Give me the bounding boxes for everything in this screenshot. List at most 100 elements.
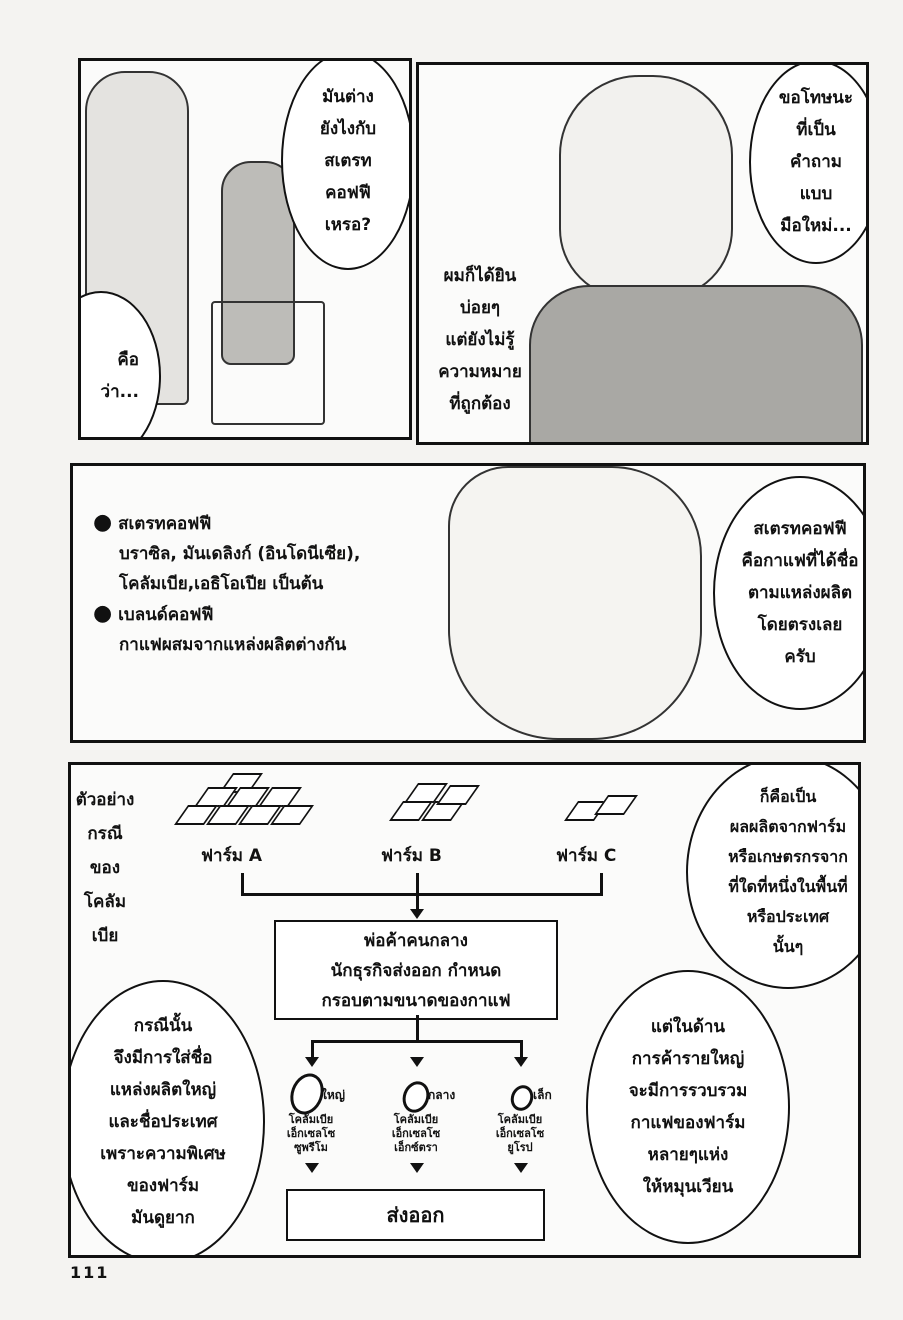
bubble-line: คือกาแฟที่ได้ชื่อ (741, 551, 859, 571)
side-label: ตัวอย่าง กรณี ของ โคลัม เบีย (73, 783, 137, 953)
bubble-line: ขอโทษนะ (778, 88, 854, 108)
bubble-line: ก็คือเป็น (759, 787, 817, 806)
note-title-text: เบลนด์คอฟฟี (118, 605, 214, 625)
caption-line: ผมก็ได้ยิน (443, 266, 517, 286)
side-label-line: ของ (89, 858, 121, 878)
grade-name-line: ซูพรีโม (294, 1141, 328, 1154)
farm-c-label: ฟาร์ม C (556, 846, 617, 866)
speech-bubble: มันต่าง ยังไงกับ สเตรท คอฟฟี เหรอ? (281, 61, 409, 270)
bubble-line: กรณีนั้น (133, 1016, 193, 1036)
grade-name-line: โคลัมเบีย (497, 1113, 543, 1126)
arrow-down (514, 1057, 528, 1067)
grade-name: โคลัมเบีย เอ็กเซลโซ ยูโรป (485, 1113, 555, 1155)
caption-line: บ่อยๆ (459, 298, 501, 318)
arrow-down (305, 1057, 319, 1067)
man-smiling (559, 75, 733, 299)
bubble-line: แต่ในด้าน (650, 1017, 726, 1037)
grade-name-line: เอ็กเซลโซ (391, 1127, 441, 1140)
note-title-text: สเตรทคอฟฟี (118, 514, 212, 534)
note-line: บราซิล, มันเดลิงก์ (อินโดนีเซีย), (119, 544, 361, 564)
bubble-line: สเตรทคอฟฟี (753, 519, 847, 539)
grade-name-line: โคลัมเบีย (393, 1113, 439, 1126)
bubble-line: ตามแหล่งผลิต (747, 583, 853, 603)
bracket-line (416, 873, 419, 911)
middleman-line: พ่อค้าคนกลาง (364, 931, 468, 951)
caption-box: ผมก็ได้ยิน บ่อยๆ แต่ยังไม่รู้ ความหมาย ท… (424, 260, 536, 425)
bubble-line: ผลผลิตจากฟาร์ม (729, 817, 847, 836)
panel-4: ตัวอย่าง กรณี ของ โคลัม เบีย ฟาร์ม A ฟาร… (68, 762, 861, 1258)
branch-line (416, 1015, 419, 1043)
bubble-line: การค้ารายใหญ่ (631, 1049, 745, 1069)
bubble-line: เหรอ? (324, 214, 372, 235)
branch-line (311, 1040, 314, 1060)
bracket-line (241, 873, 244, 895)
chair (211, 301, 325, 425)
caption-line: ความหมาย (438, 362, 522, 382)
note-title: ● เบลนด์คอฟฟี (93, 601, 214, 626)
grade-size: กลาง (428, 1088, 456, 1102)
bubble-line: ของฟาร์ม (126, 1176, 200, 1196)
side-label-line: โคลัม (83, 892, 127, 912)
grade-name-line: เอ็กซ์ตรา (394, 1141, 438, 1154)
bubble-line: สเตรท (324, 150, 372, 171)
farm-b-label: ฟาร์ม B (381, 846, 442, 866)
grade-name: โคลัมเบีย เอ็กเซลโซ ซูพรีโม (276, 1113, 346, 1155)
grade-name-line: โคลัมเบีย (288, 1113, 334, 1126)
bubble-line: คอฟฟี (325, 182, 371, 203)
middleman-box: พ่อค้าคนกลาง นักธุรกิจส่งออก กำหนด กรอบต… (274, 920, 558, 1020)
grade-name-line: เอ็กเซลโซ (286, 1127, 336, 1140)
speech-bubble: กรณีนั้น จึงมีการใส่ชื่อ แหล่งผลิตใหญ่ แ… (71, 980, 265, 1255)
caption-line: แต่ยังไม่รู้ (445, 330, 515, 350)
bubble-line: เพราะความพิเศษ (100, 1144, 226, 1164)
page-number: 111 (70, 1263, 110, 1282)
farm-a-label: ฟาร์ม A (201, 846, 262, 866)
notes: ● สเตรทคอฟฟี บราซิล, มันเดลิงก์ (อินโดนี… (93, 508, 360, 660)
bubble-line: ที่เป็น (796, 120, 836, 140)
bubble-line: หลายๆแห่ง (647, 1145, 729, 1165)
grade-size: เล็ก (533, 1088, 552, 1102)
bubble-line: ว่า... (100, 382, 139, 402)
bubble-line: หรือประเทศ (746, 907, 830, 926)
side-label-line: ตัวอย่าง (75, 790, 135, 810)
grade-name: โคลัมเบีย เอ็กเซลโซ เอ็กซ์ตรา (381, 1113, 451, 1155)
bubble-line: แหล่งผลิตใหญ่ (109, 1080, 217, 1100)
export-box: ส่งออก (286, 1189, 545, 1241)
panel-2: ขอโทษนะ ที่เป็น คำถาม แบบ มือใหม่... ผมก… (416, 62, 869, 445)
bubble-line: กาแฟของฟาร์ม (630, 1113, 746, 1133)
bubble-line: ให้หมุนเวียน (642, 1177, 734, 1197)
bubble-line: หรือเกษตรกรจาก (728, 847, 848, 866)
bubble-line: จึงมีการใส่ชื่อ (113, 1048, 213, 1068)
bubble-line: ยังไงกับ (319, 118, 377, 139)
side-label-line: เบีย (91, 926, 119, 946)
speech-bubble: คือ ว่า... (81, 291, 161, 437)
bracket-line (241, 893, 603, 896)
speech-bubble: ก็คือเป็น ผลผลิตจากฟาร์ม หรือเกษตรกรจาก … (686, 765, 858, 989)
grade-name-line: เอ็กเซลโซ (495, 1127, 545, 1140)
note-title: ● สเตรทคอฟฟี (93, 510, 212, 535)
speech-bubble: สเตรทคอฟฟี คือกาแฟที่ได้ชื่อ ตามแหล่งผลิ… (713, 476, 863, 710)
middleman-line: กรอบตามขนาดของกาแฟ (321, 991, 511, 1011)
arrow-down (410, 909, 424, 919)
man-face (448, 466, 702, 740)
bubble-line: นั้นๆ (772, 937, 804, 956)
bubble-line: แบบ (799, 184, 833, 204)
man-shirt (529, 285, 863, 442)
bubble-line: โดยตรงเลย (757, 615, 843, 635)
bubble-line: คือ (117, 350, 139, 370)
panel-1: มันต่าง ยังไงกับ สเตรท คอฟฟี เหรอ? คือ ว… (78, 58, 412, 440)
bubble-line: มันต่าง (322, 86, 374, 107)
speech-bubble: ขอโทษนะ ที่เป็น คำถาม แบบ มือใหม่... (749, 65, 866, 264)
panel-3: ● สเตรทคอฟฟี บราซิล, มันเดลิงก์ (อินโดนี… (70, 463, 866, 743)
bubble-line: และชื่อประเทศ (108, 1112, 218, 1132)
branch-line (520, 1040, 523, 1060)
note-line: กาแฟผสมจากแหล่งผลิตต่างกัน (119, 635, 347, 655)
bracket-line (600, 873, 603, 895)
caption-line: ที่ถูกต้อง (449, 394, 511, 414)
man-sitting (221, 161, 295, 365)
bubble-line: จะมีการรวบรวม (628, 1081, 748, 1101)
arrow-down (305, 1163, 319, 1173)
bubble-line: คำถาม (790, 152, 842, 172)
bubble-line: มือใหม่... (780, 216, 852, 236)
arrow-down (410, 1057, 424, 1067)
